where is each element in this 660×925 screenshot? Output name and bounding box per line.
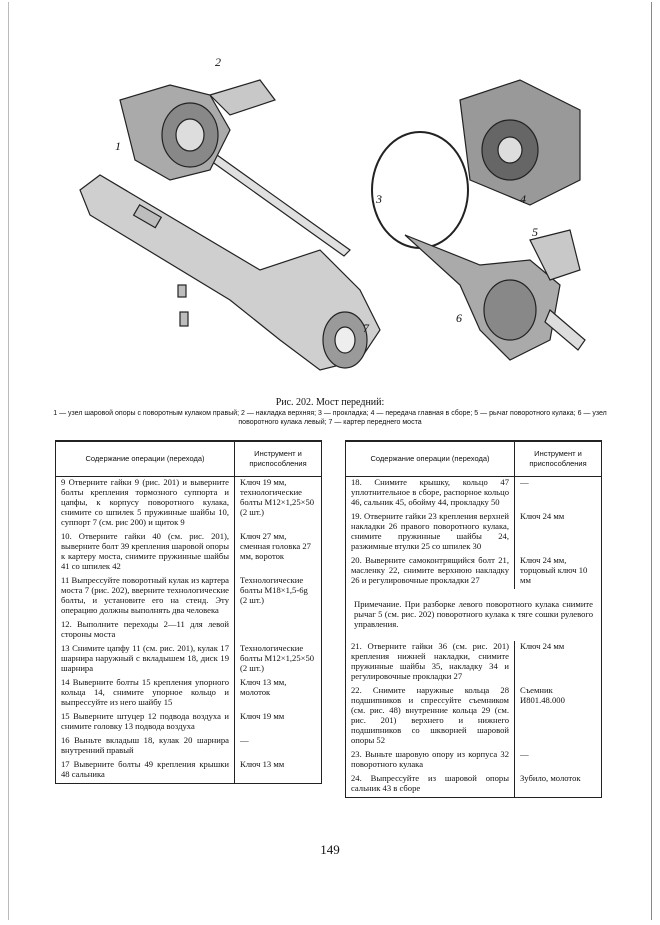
caption-legend: 1 — узел шаровой опоры с поворотным кула… [53, 410, 607, 426]
table-row: 22. Снимите наружные кольца 28 подшипник… [346, 685, 602, 749]
table-row: 12. Выполните переходы 2—11 для левой ст… [56, 619, 322, 643]
tool-cell: Ключ 19 мм [234, 711, 322, 735]
operation-cell: 13 Снимите цапфу 11 (см. рис. 201), кула… [61, 643, 229, 673]
tool-cell: Ключ 24 мм, торцовый ключ 10 мм [514, 555, 602, 589]
table-row: 11 Выпрессуйте поворотный кулак из карте… [56, 575, 322, 619]
table-header: Содержание операции (перехода) Инструмен… [345, 440, 602, 477]
tool-cell [234, 619, 322, 643]
operation-cell: 11 Выпрессуйте поворотный кулак из карте… [61, 575, 229, 615]
table-row: 10. Отверните гайки 40 (см. рис. 201), в… [56, 531, 322, 575]
header-operation: Содержание операции (перехода) [55, 440, 235, 477]
operation-cell: 10. Отверните гайки 40 (см. рис. 201), в… [61, 531, 229, 571]
front-axle-illustration: 2 1 3 4 5 6 7 [79, 55, 586, 371]
tool-cell: Технологические болты M12×1,25×50 (2 шт.… [234, 643, 322, 677]
figure-label-3: 3 [375, 192, 382, 206]
figure-label-4: 4 [520, 192, 526, 206]
operation-cell: 23. Выньте шаровую опору из корпуса 32 п… [351, 749, 509, 769]
figure-label-6: 6 [456, 311, 462, 325]
note-row: Примечание. При разборке левого поворотн… [346, 589, 602, 641]
figure-label-2: 2 [215, 55, 221, 69]
operation-cell: 20. Выверните самоконтрящийся болт 21, м… [351, 555, 509, 585]
tool-cell: Ключ 13 мм [234, 759, 322, 784]
table-row: 15 Выверните штуцер 12 подвода воздуха и… [56, 711, 322, 735]
operation-cell: 17 Выверните болты 49 крепления крышки 4… [61, 759, 229, 779]
table-row: 20. Выверните самоконтрящийся болт 21, м… [346, 555, 602, 589]
operation-cell: 18. Снимите крышку, кольцо 47 уплотнител… [351, 477, 509, 507]
operation-cell: 9 Отверните гайки 9 (рис. 201) и выверни… [61, 477, 229, 527]
operation-cell: 22. Снимите наружные кольца 28 подшипник… [351, 685, 509, 745]
page-number: 149 [320, 842, 340, 857]
tool-cell: Ключ 27 мм, сменная головка 27 мм, ворот… [234, 531, 322, 575]
table-row: 23. Выньте шаровую опору из корпуса 32 п… [346, 749, 602, 773]
table-row: 19. Отверните гайки 23 крепления верхней… [346, 511, 602, 555]
page-frame [8, 2, 652, 920]
operation-cell: 21. Отверните гайки 36 (см. рис. 201) кр… [351, 641, 509, 681]
table-row: 18. Снимите крышку, кольцо 47 уплотнител… [346, 476, 602, 511]
figure-label-5: 5 [532, 225, 538, 239]
note-text: Примечание. При разборке левого поворотн… [354, 599, 593, 629]
tool-cell: — [514, 476, 602, 511]
table-row: 24. Выпрессуйте из шаровой опоры сальник… [346, 773, 602, 798]
tool-cell: Зубило, молоток [514, 773, 602, 798]
operations-table-left: Содержание операции (перехода) Инструмен… [55, 440, 322, 784]
tool-cell: Ключ 24 мм [514, 641, 602, 685]
header-operation: Содержание операции (перехода) [345, 440, 515, 477]
tool-cell: Ключ 13 мм, молоток [234, 677, 322, 711]
tool-cell: Съемник И801.48.000 [514, 685, 602, 749]
operation-cell: 15 Выверните штуцер 12 подвода воздуха и… [61, 711, 229, 731]
operation-cell: 12. Выполните переходы 2—11 для левой ст… [61, 619, 229, 639]
table-header: Содержание операции (перехода) Инструмен… [55, 440, 322, 477]
table-row: 21. Отверните гайки 36 (см. рис. 201) кр… [346, 641, 602, 685]
table-row: 9 Отверните гайки 9 (рис. 201) и выверни… [56, 476, 322, 531]
caption-title: Рис. 202. Мост передний: [275, 397, 385, 408]
header-tool: Инструмент и приспособления [514, 440, 602, 477]
table-row: 16 Выньте вкладыш 18, кулак 20 шарнира в… [56, 735, 322, 759]
header-tool: Инструмент и приспособления [234, 440, 322, 477]
table-row: 17 Выверните болты 49 крепления крышки 4… [56, 759, 322, 784]
operation-cell: 19. Отверните гайки 23 крепления верхней… [351, 511, 509, 551]
operation-cell: 16 Выньте вкладыш 18, кулак 20 шарнира в… [61, 735, 229, 755]
operations-table-right: Содержание операции (перехода) Инструмен… [345, 440, 602, 798]
figure-label-1: 1 [115, 139, 121, 153]
tool-cell: Ключ 19 мм, технологические болты M12×1,… [234, 476, 322, 531]
tool-cell: Технологические болты M18×1,5-6g (2 шт.) [234, 575, 322, 619]
operation-cell: 14 Выверните болты 15 крепления упорного… [61, 677, 229, 707]
tool-cell: — [514, 749, 602, 773]
table-row: 14 Выверните болты 15 крепления упорного… [56, 677, 322, 711]
tool-cell: Ключ 24 мм [514, 511, 602, 555]
figure-caption: Рис. 202. Мост передний: 1 — узел шарово… [40, 397, 620, 427]
tool-cell: — [234, 735, 322, 759]
operation-cell: 24. Выпрессуйте из шаровой опоры сальник… [351, 773, 509, 793]
table-row: 13 Снимите цапфу 11 (см. рис. 201), кула… [56, 643, 322, 677]
figure-label-7: 7 [363, 321, 370, 335]
